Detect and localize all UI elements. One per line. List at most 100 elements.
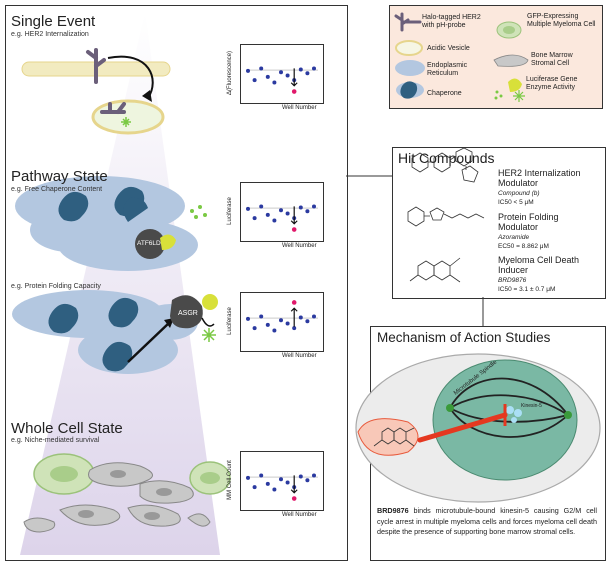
hit-dot — [291, 89, 297, 94]
internalization-arrow — [107, 55, 154, 99]
hit-arrow — [290, 475, 298, 494]
legend-label-vesicle: Acidic Vesicle — [427, 45, 470, 52]
section-example-single-event: e.g. HER2 Internalization — [11, 31, 89, 38]
plot-dot — [265, 481, 270, 486]
hit-dot — [291, 227, 297, 232]
folding-arrow — [127, 321, 171, 363]
section-example-pathway-state: e.g. Free Chaperone Content — [11, 186, 103, 193]
section-example-protein-folding: e.g. Protein Folding Capacity — [11, 283, 101, 290]
plot-dot — [298, 67, 303, 72]
compound-id-her2: Compound (b) — [498, 190, 540, 197]
plot-dot — [246, 475, 250, 480]
green-dots — [190, 205, 207, 219]
compound-value-azoramide: EC50 = 8.862 μM — [498, 243, 549, 250]
plot-dot — [312, 314, 316, 319]
plot-dot — [305, 319, 310, 324]
compound-id-azoramide: Azoramide — [498, 234, 530, 241]
compound-b-structure — [411, 147, 479, 183]
her2-receptor-icon — [86, 48, 106, 84]
section-example-whole-cell: e.g. Niche-mediated survival — [11, 437, 100, 444]
legend-vesicle-icon — [395, 40, 423, 56]
hit-arrow — [290, 68, 298, 87]
plot-dot — [285, 480, 290, 485]
legend-label-her2: Halo-tagged HER2 with pH-probe — [422, 14, 481, 29]
legend-label-er: Endoplasmic Reticulum — [427, 62, 468, 77]
plot-dot — [279, 208, 283, 213]
plot-dot — [272, 328, 277, 333]
drug-halo — [357, 418, 419, 456]
legend-label-stromal: Bone Marrow Stromal Cell — [531, 52, 573, 67]
plot-dot — [292, 326, 297, 331]
plot-dot — [252, 326, 257, 331]
plot-dot — [265, 322, 270, 327]
plot-dot — [265, 74, 270, 79]
compound-id-brd9876: BRD9876 — [498, 277, 527, 284]
left-panel-frame — [5, 5, 348, 561]
compound-value-her2: IC50 < 5 μM — [498, 199, 534, 206]
plot-dot — [252, 78, 257, 83]
legend-label-luciferase: Luciferase Gene Enzyme Activity — [526, 76, 578, 91]
plot-dot — [246, 206, 250, 211]
compound-value-brd9876: IC50 = 3.1 ± 0.7 μM — [498, 286, 556, 293]
plot-dot — [285, 321, 290, 326]
chaperone-icon — [48, 297, 139, 372]
plot-dot — [279, 318, 283, 323]
plot-dot — [298, 315, 303, 320]
moa-caption: BRD9876 binds microtubule-bound kinesin-… — [377, 506, 597, 538]
plot-dot — [285, 211, 290, 216]
spark-icon — [121, 117, 131, 127]
plot-dot — [272, 218, 277, 223]
plot-dot — [279, 70, 283, 75]
plot-dot — [259, 204, 264, 209]
section-title-single-event: Single Event — [11, 13, 96, 30]
plot-dot — [252, 216, 257, 221]
legend-luciferase-icon — [508, 78, 522, 92]
legend-chaperone-icon — [400, 81, 418, 99]
microtubule-lines — [449, 377, 569, 438]
kinesin-label: Kinesin-5 — [521, 403, 542, 409]
plot-dot — [298, 205, 303, 210]
plot-dots — [246, 66, 318, 94]
plot-dot — [265, 212, 270, 217]
plot-dot — [305, 478, 310, 483]
plot-frame — [240, 44, 324, 104]
plot-dots — [246, 204, 318, 232]
brd9876-structure — [409, 257, 461, 283]
plot-frame — [240, 451, 324, 511]
legend-er-icon — [395, 60, 425, 76]
plot-frame — [240, 292, 324, 352]
azoramide-structure — [407, 206, 485, 227]
plot-dot — [246, 68, 250, 73]
plot-dot — [312, 473, 316, 478]
plot-xlabel: Well Number — [282, 353, 317, 359]
plot-dot — [246, 316, 250, 321]
compound-name-brd9876: Myeloma Cell Death Inducer — [498, 255, 580, 275]
legend-label-mm-cell: GFP-Expressing Multiple Myeloma Cell — [527, 13, 596, 28]
drug-arrow — [417, 412, 508, 443]
moa-title: Mechanism of Action Studies — [377, 330, 551, 345]
atf6ld-protein — [135, 229, 165, 259]
moa-caption-bold: BRD9876 — [377, 506, 409, 515]
plot-dot — [259, 473, 264, 478]
plot-dots — [246, 473, 318, 501]
section-title-pathway-state: Pathway State — [11, 168, 108, 185]
hit-arrow — [290, 307, 298, 327]
hit-dot — [291, 300, 297, 305]
gradient-beam — [20, 12, 220, 555]
plot-xlabel: Well Number — [282, 243, 317, 249]
brd9876-moa-structure — [373, 427, 415, 447]
plot-dot — [285, 73, 290, 78]
spindle-pole — [446, 404, 454, 412]
plot-dots — [246, 300, 318, 333]
er-shape-1 — [15, 176, 198, 271]
kinesin-5-icon — [506, 406, 522, 423]
plot-dot — [252, 485, 257, 490]
moa-caption-text: binds microtubule-bound kinesin-5 causin… — [377, 506, 597, 537]
plot-dot — [272, 487, 277, 492]
hit-arrow — [290, 206, 298, 225]
plot-dot — [259, 314, 264, 319]
